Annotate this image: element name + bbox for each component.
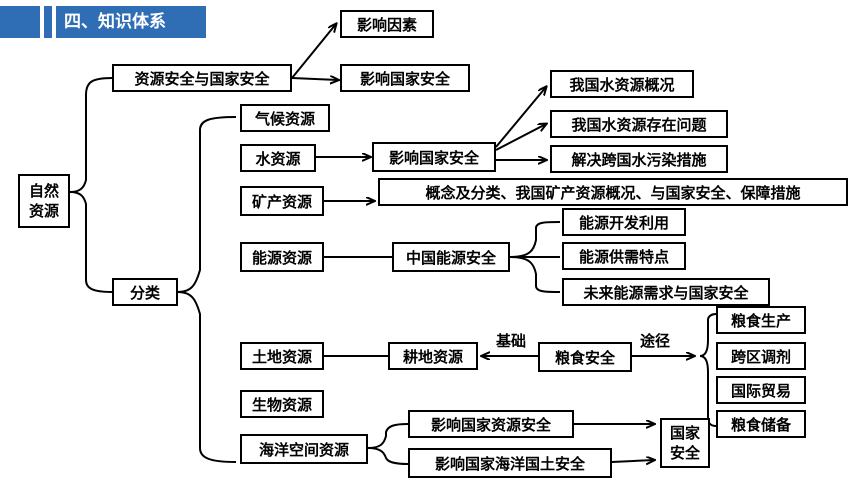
- node-food-production: 粮食生产: [716, 306, 806, 334]
- node-resource-security: 资源安全与国家安全: [112, 64, 292, 92]
- node-climate-resources: 气候资源: [240, 104, 330, 132]
- node-international-trade: 国际贸易: [716, 376, 806, 404]
- node-land-resources: 土地资源: [240, 342, 324, 370]
- node-ocean-territory-security: 影响国家海洋国土安全: [408, 448, 612, 478]
- node-water-influence-security: 影响国家安全: [372, 142, 496, 172]
- node-water-overview: 我国水资源概况: [550, 70, 694, 98]
- node-water-problems: 我国水资源存在问题: [550, 110, 728, 138]
- node-energy-resources: 能源资源: [240, 242, 324, 272]
- node-mineral-detail: 概念及分类、我国矿产资源概况、与国家安全、保障措施: [378, 178, 848, 206]
- node-energy-development: 能源开发利用: [562, 208, 686, 236]
- node-food-security: 粮食安全: [538, 342, 632, 372]
- node-energy-future: 未来能源需求与国家安全: [562, 278, 770, 306]
- header-accent-bar: [0, 6, 40, 38]
- page-title: 四、知识体系: [56, 6, 206, 38]
- node-ocean-resource-security: 影响国家资源安全: [408, 410, 574, 438]
- node-farmland-resources: 耕地资源: [388, 342, 478, 370]
- node-food-reserve: 粮食储备: [716, 410, 806, 438]
- node-china-energy-security: 中国能源安全: [392, 242, 510, 272]
- node-influence-factors: 影响因素: [340, 10, 434, 38]
- node-ocean-space-resources: 海洋空间资源: [240, 434, 368, 464]
- node-classification: 分类: [112, 278, 178, 306]
- node-biological-resources: 生物资源: [240, 390, 324, 418]
- node-energy-supply-demand: 能源供需特点: [562, 242, 686, 270]
- label-pathway: 途径: [640, 332, 671, 350]
- header-accent-bar-thin: [44, 6, 52, 38]
- label-basis: 基础: [496, 332, 527, 350]
- node-root-natural-resources: 自然 资源: [18, 174, 70, 228]
- node-water-resources: 水资源: [240, 144, 316, 172]
- node-water-pollution-measures: 解决跨国水污染措施: [550, 145, 728, 173]
- node-influence-national-security: 影响国家安全: [340, 64, 470, 92]
- node-food-transfer: 跨区调剂: [716, 342, 806, 370]
- node-national-security: 国家 安全: [660, 418, 710, 468]
- node-mineral-resources: 矿产资源: [240, 186, 324, 216]
